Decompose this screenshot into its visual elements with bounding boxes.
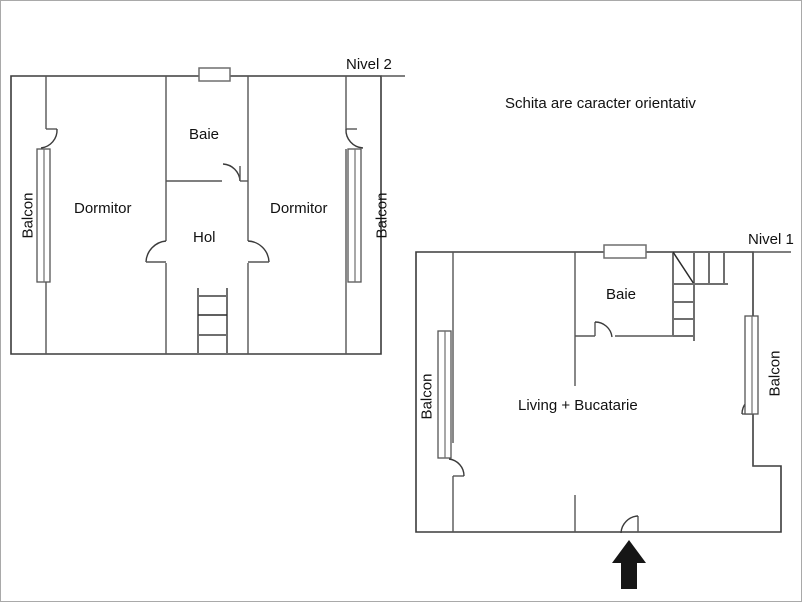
nivel-1-plan bbox=[415, 244, 791, 589]
n1-balcony-left-door-arc bbox=[448, 458, 465, 477]
n2-outer-wall bbox=[10, 75, 382, 355]
balcony-label-n1-left: Balcon bbox=[418, 373, 436, 420]
n1-window bbox=[603, 244, 647, 259]
n2-balcony-left-door-arc bbox=[40, 128, 58, 149]
room-label-dormitor-left: Dormitor bbox=[74, 200, 132, 217]
n1-baie-door-arc bbox=[594, 321, 613, 338]
n2-baie-door-arc bbox=[222, 163, 241, 182]
balcony-label-n2-right: Balcon bbox=[373, 192, 391, 239]
room-label-living-bucatarie: Living + Bucatarie bbox=[518, 397, 638, 414]
nivel-1-title: Nivel 1 bbox=[748, 231, 794, 248]
room-label-baie-n2: Baie bbox=[189, 126, 220, 143]
n2-hol-right-door-arc bbox=[247, 240, 270, 263]
nivel-2-plan bbox=[10, 67, 405, 355]
n1-entrance-door-arc bbox=[620, 515, 639, 534]
balcony-label-n1-right: Balcon bbox=[766, 350, 784, 397]
balcony-label-n2-left: Balcon bbox=[19, 192, 37, 239]
n2-window bbox=[198, 67, 231, 82]
nivel-2-title: Nivel 2 bbox=[346, 56, 392, 73]
n1-stair-diagonal bbox=[672, 251, 695, 285]
orientation-note: Schita are caracter orientativ bbox=[505, 95, 696, 112]
n2-balcony-right-door-arc bbox=[345, 128, 364, 149]
n1-outer-wall bbox=[415, 251, 782, 533]
n2-hol-left-door-arc bbox=[145, 240, 167, 263]
entrance-arrow-icon bbox=[612, 540, 646, 589]
room-label-baie-n1: Baie bbox=[606, 286, 637, 303]
room-label-hol: Hol bbox=[193, 229, 216, 246]
room-label-dormitor-right: Dormitor bbox=[270, 200, 328, 217]
